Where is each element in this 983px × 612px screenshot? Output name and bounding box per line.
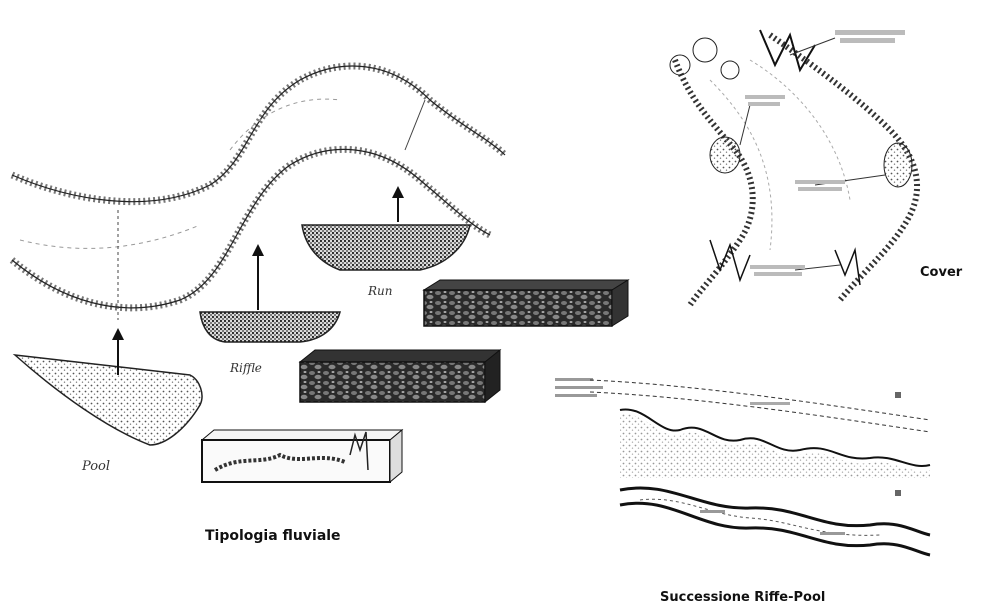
caption-cover: Cover — [920, 265, 962, 280]
pool-cross-section: Pool — [15, 328, 202, 474]
substrate-block-riffle — [300, 350, 500, 402]
caption-riffle-pool: Successione Riffe-Pool — [660, 590, 825, 605]
riffle-pool-profile-a — [555, 378, 930, 478]
cover-river-banks — [675, 35, 917, 305]
pool-label: Pool — [81, 459, 110, 474]
run-label: Run — [367, 284, 393, 298]
fluvial-typology-drawing: Pool Riffle Run — [0, 0, 640, 520]
cover-vegetation — [670, 30, 912, 285]
riffle-pool-profile-b — [620, 488, 930, 555]
cover-drawing — [650, 10, 950, 320]
substrate-block-run — [424, 280, 628, 326]
caption-fluvial-typology: Tipologia fluviale — [205, 528, 341, 544]
substrate-block-pool — [202, 430, 402, 482]
cover-annotations — [740, 30, 905, 276]
riffle-pool-drawing — [550, 360, 950, 580]
riffle-label: Riffle — [229, 361, 262, 375]
